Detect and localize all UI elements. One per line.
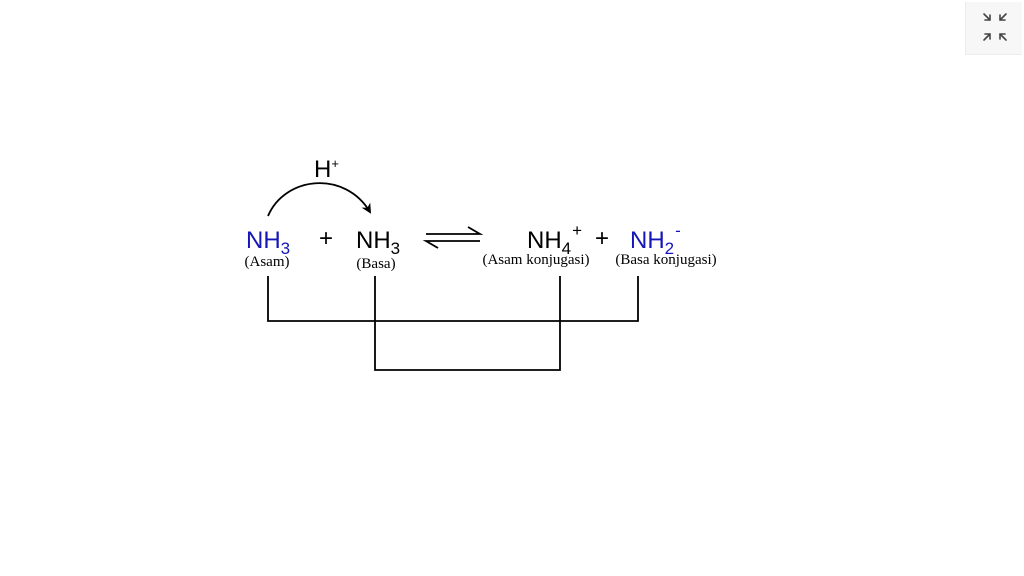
product-conjugate-base-label: (Basa konjugasi) [615,252,716,268]
reactant-base-label: (Basa) [356,256,395,272]
exit-fullscreen-icon [983,13,1007,41]
product-conjugate-acid-label: (Asam konjugasi) [482,252,589,268]
conjugate-pair-bracket-outer [267,276,639,322]
proton-label: H+ [314,156,339,183]
reactant-acid-label: (Asam) [245,254,290,270]
plus-sign: + [319,225,333,252]
plus-sign: + [595,225,609,252]
reactant-base-formula: NH3 [356,227,400,258]
product-conjugate-acid-formula: NH4+ [527,221,582,258]
product-conjugate-base-formula: NH2- [630,221,681,258]
exit-fullscreen-button[interactable] [965,2,1022,55]
reactant-acid-formula: NH3 [246,227,290,258]
equilibrium-arrow [422,226,484,249]
proton-transfer-arrow [267,182,372,217]
conjugate-pair-bracket-inner [374,276,561,371]
